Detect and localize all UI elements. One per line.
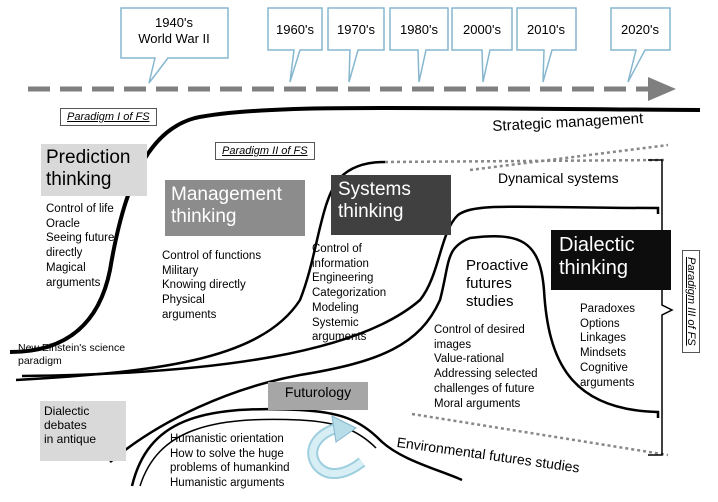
timeline-callout-2020s: 2020's	[610, 7, 671, 83]
curve-management-systems	[15, 160, 386, 382]
dotted-environmental	[411, 412, 669, 457]
systems-thinking-box: Systems thinking	[331, 175, 451, 235]
timeline-callout-1970s: 1970's	[327, 7, 385, 83]
timeline-label-1970s: 1970's	[337, 22, 375, 37]
timeline-label-1960s: 1960's	[276, 22, 314, 37]
curve-systems-proactive	[21, 205, 660, 378]
dynamical-systems-label: Dynamical systems	[498, 170, 619, 186]
timeline-label-2010s: 2010's	[527, 22, 565, 37]
management-thinking-box: Management thinking	[165, 180, 305, 236]
dialectic-list: Paradoxes Options Linkages Mindsets Cogn…	[580, 303, 635, 389]
timeline-label-2020s: 2020's	[621, 22, 659, 37]
curve-futurology-inner	[139, 418, 377, 487]
prediction-list: Control of life Oracle Seeing future dir…	[46, 203, 115, 289]
humanistic-list: Humanistic orientation How to solve the …	[170, 433, 290, 490]
timeline-callout-1980s: 1980's	[389, 7, 449, 83]
paradigm-ii-label: Paradigm II of FS	[215, 142, 315, 160]
curve-futurology	[130, 407, 463, 487]
timeline-callout-2010s: 2010's	[516, 7, 577, 83]
dialectic-thinking-box: Dialectic thinking	[551, 230, 671, 290]
dialectic-debates-box: Dialectic debates in antique	[40, 401, 126, 461]
futurology-box: Futurology	[268, 382, 368, 410]
curve-proactive-dialectic	[109, 235, 660, 463]
systems-list: Control of information Engineering Categ…	[312, 243, 387, 344]
dotted-strategic	[469, 143, 669, 172]
timeline-callout-1960s: 1960's	[267, 7, 323, 83]
paradigm-iii-bracket	[648, 159, 674, 456]
timeline-label-2000s: 2000's	[463, 22, 501, 37]
curve-strategic-management	[9, 105, 701, 354]
dotted-dynamical-systems	[384, 158, 666, 164]
proactive-list: Control of desired images Value-rational…	[434, 324, 538, 410]
einstein-paradigm-label: New Einstein's science paradigm	[18, 342, 126, 368]
proactive-futures-box: Proactive futures studies	[466, 257, 529, 310]
timeline-label-1980s: 1980's	[400, 22, 438, 37]
paradigm-iii-label: Paradigm III of FS	[682, 250, 700, 353]
management-list: Control of functions Military Knowing di…	[162, 250, 262, 321]
prediction-thinking-box: Prediction thinking	[41, 144, 147, 196]
cyan-curved-arrow	[307, 415, 366, 479]
timeline-arrow	[28, 77, 676, 101]
timeline-callout-2000s: 2000's	[451, 7, 513, 83]
paradigm-i-label: Paradigm I of FS	[60, 108, 157, 126]
